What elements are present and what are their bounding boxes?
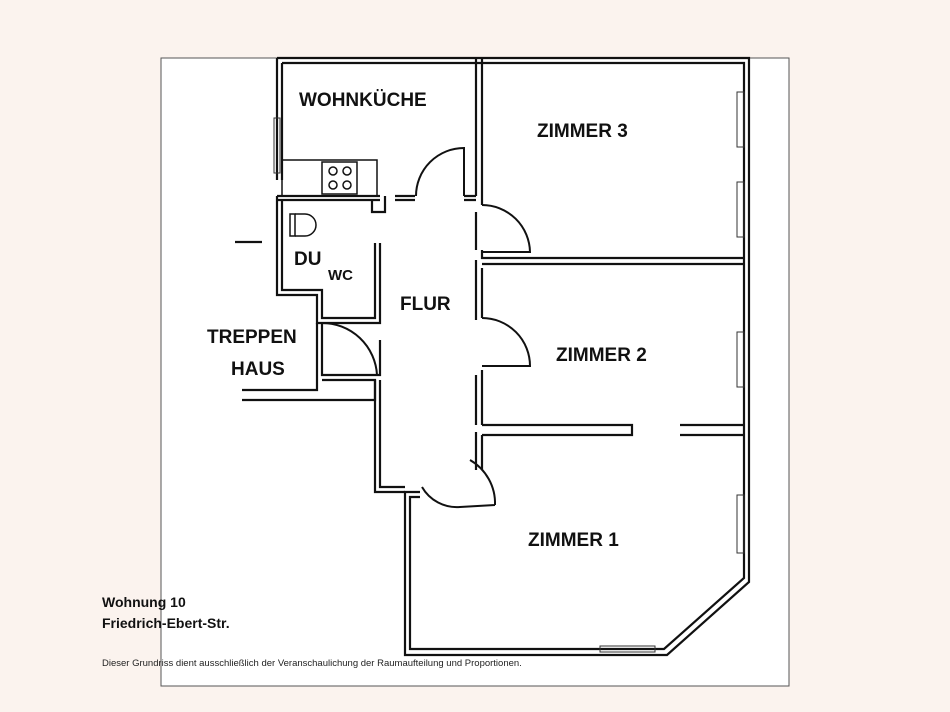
windows — [273, 91, 745, 653]
room-label-haus: HAUS — [231, 359, 285, 380]
wall-z2-z1 — [474, 423, 744, 470]
room-label-zimmer1: ZIMMER 1 — [528, 530, 619, 551]
caption-street: Friedrich-Ebert-Str. — [102, 615, 230, 631]
caption-disclaimer: Dieser Grundriss dient ausschließlich de… — [102, 658, 522, 669]
room-label-wc: WC — [328, 267, 353, 284]
room-label-flur: FLUR — [400, 294, 451, 315]
bath-outline — [275, 196, 382, 325]
window-z3-upper — [736, 91, 745, 148]
door-stair — [321, 321, 378, 376]
wall-kitchen-z3 — [464, 58, 484, 202]
doors — [321, 146, 532, 509]
wall-z3-bottom — [474, 200, 744, 268]
window-z1 — [736, 494, 745, 554]
room-label-zimmer2: ZIMMER 2 — [556, 345, 647, 366]
door-zimmer1 — [421, 459, 497, 509]
door-zimmer2 — [481, 317, 532, 367]
kitchen-bottom-wall-2 — [395, 194, 415, 202]
wall-flur-z2 — [474, 268, 484, 425]
door-kitchen — [415, 146, 465, 197]
stove-icon — [281, 159, 378, 197]
door-zimmer3 — [481, 204, 532, 253]
caption-unit: Wohnung 10 — [102, 594, 186, 610]
flur-lower-left — [373, 380, 405, 494]
window-z3-lower — [736, 181, 745, 238]
room-label-treppen: TREPPEN — [207, 327, 297, 348]
window-z2 — [736, 331, 745, 388]
room-label-wohnkueche: WOHNKÜCHE — [299, 90, 427, 111]
window-z1-bottom — [599, 645, 656, 653]
toilet-icon — [289, 213, 317, 237]
room-label-du: DU — [294, 249, 321, 270]
walls — [235, 56, 751, 657]
window-kitchen — [273, 117, 281, 174]
outer-wall-top-inner — [282, 61, 746, 651]
room-label-zimmer3: ZIMMER 3 — [537, 121, 628, 142]
